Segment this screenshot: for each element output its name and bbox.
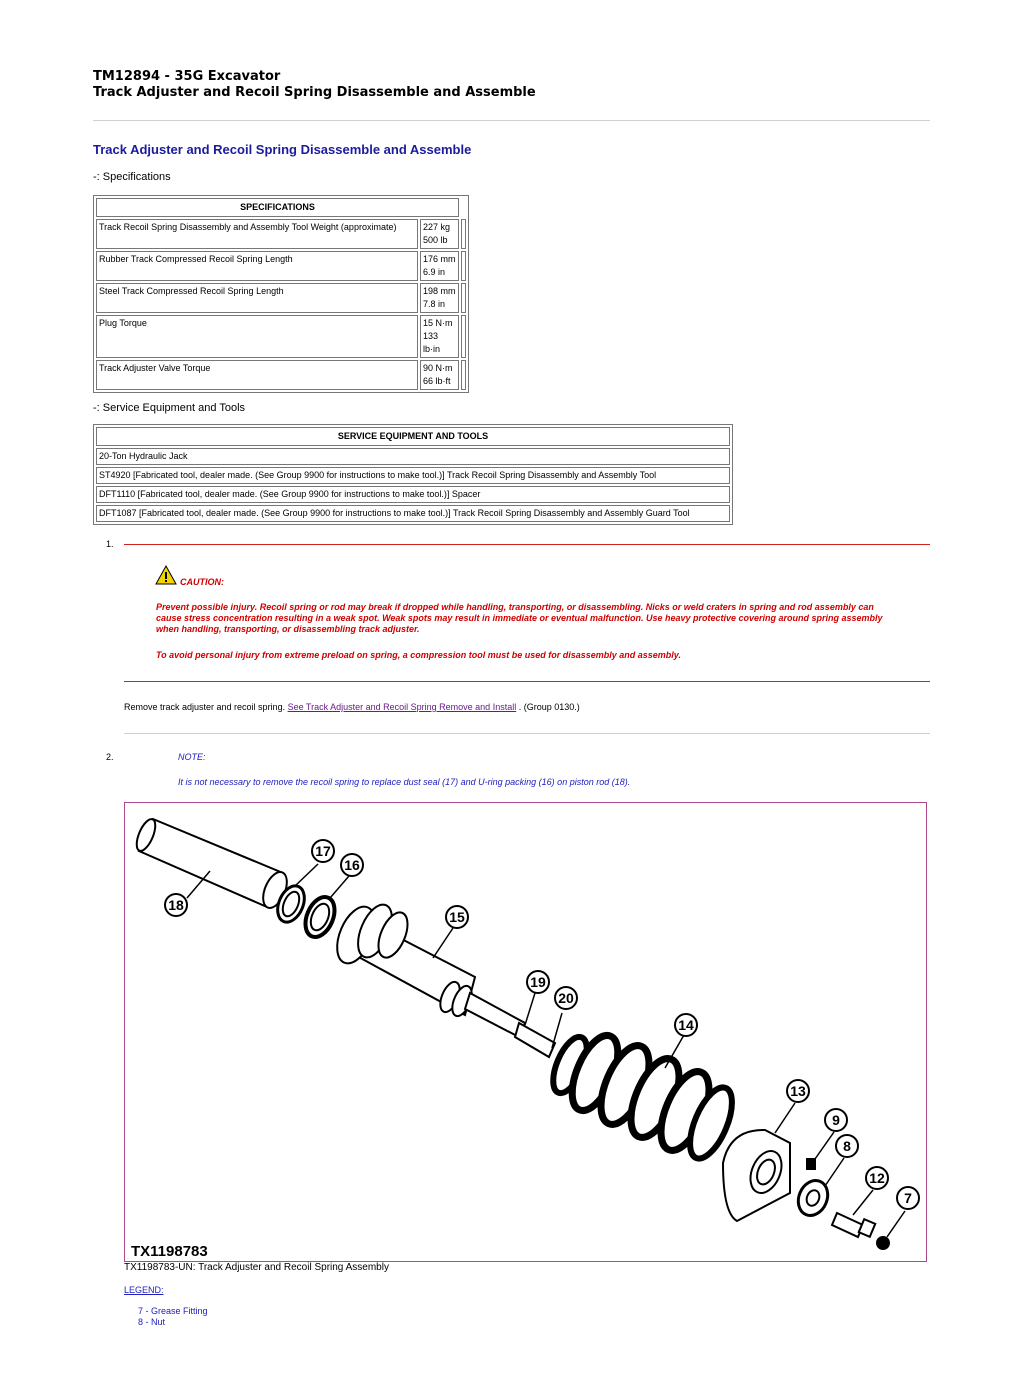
callout-16: 16 bbox=[340, 853, 364, 877]
dust-seal-part bbox=[276, 884, 306, 924]
step-1-instruction: Remove track adjuster and recoil spring.… bbox=[124, 702, 580, 712]
step-divider bbox=[124, 733, 930, 734]
table-row: Track Recoil Spring Disassembly and Asse… bbox=[96, 219, 466, 249]
callout-12: 12 bbox=[865, 1166, 889, 1190]
specs-table-header: SPECIFICATIONS bbox=[96, 198, 459, 217]
u-ring-packing-part bbox=[303, 895, 337, 939]
note-label: NOTE: bbox=[178, 752, 206, 762]
callout-13: 13 bbox=[786, 1079, 810, 1103]
remove-install-link[interactable]: See Track Adjuster and Recoil Spring Rem… bbox=[287, 702, 517, 712]
legend-item: 8 - Nut bbox=[138, 1317, 166, 1327]
tools-caption: -: Service Equipment and Tools bbox=[93, 402, 246, 414]
doc-model-line: TM12894 - 35G Excavator bbox=[93, 69, 281, 84]
spec-label: Steel Track Compressed Recoil Spring Len… bbox=[96, 283, 418, 313]
caution-label: CAUTION: bbox=[180, 577, 224, 587]
note-text: It is not necessary to remove the recoil… bbox=[178, 777, 631, 787]
figure-caption: TX1198783-UN: Track Adjuster and Recoil … bbox=[124, 1262, 389, 1273]
svg-text:20: 20 bbox=[558, 990, 574, 1006]
callout-8: 8 bbox=[835, 1134, 859, 1158]
svg-text:14: 14 bbox=[678, 1017, 694, 1033]
callout-14: 14 bbox=[674, 1013, 698, 1037]
svg-text:9: 9 bbox=[832, 1112, 840, 1128]
spec-label: Plug Torque bbox=[96, 315, 418, 358]
callout-17: 17 bbox=[311, 839, 335, 863]
row-marker bbox=[461, 251, 466, 281]
doc-title-line: Track Adjuster and Recoil Spring Disasse… bbox=[93, 85, 536, 100]
step-1-number: 1. bbox=[106, 539, 114, 549]
table-row: Rubber Track Compressed Recoil Spring Le… bbox=[96, 251, 466, 281]
piston-rod-part bbox=[135, 817, 288, 909]
grease-fitting-part bbox=[876, 1236, 890, 1250]
spec-label: Rubber Track Compressed Recoil Spring Le… bbox=[96, 251, 418, 281]
exploded-view-figure: 18 17 16 15 19 20 14 13 9 8 12 7 TX11987… bbox=[124, 802, 927, 1262]
row-marker bbox=[461, 360, 466, 390]
caution-paragraph-1: Prevent possible injury. Recoil spring o… bbox=[156, 602, 883, 634]
svg-text:19: 19 bbox=[530, 974, 546, 990]
bracket-part bbox=[721, 1128, 791, 1223]
svg-text:15: 15 bbox=[449, 909, 465, 925]
document-header: TM12894 - 35G Excavator Track Adjuster a… bbox=[93, 69, 536, 101]
callout-15: 15 bbox=[445, 905, 469, 929]
cylinder-part bbox=[336, 903, 557, 1059]
svg-text:17: 17 bbox=[315, 843, 331, 859]
table-row: DFT1110 [Fabricated tool, dealer made. (… bbox=[96, 486, 730, 503]
figure-id-label: TX1198783 bbox=[131, 1243, 208, 1260]
specs-caption: -: Specifications bbox=[93, 171, 171, 183]
service-tools-table: SERVICE EQUIPMENT AND TOOLS 20-Ton Hydra… bbox=[93, 424, 733, 525]
callout-7: 7 bbox=[896, 1186, 920, 1210]
svg-text:13: 13 bbox=[790, 1083, 806, 1099]
spec-label: Track Adjuster Valve Torque bbox=[96, 360, 418, 390]
table-row: Steel Track Compressed Recoil Spring Len… bbox=[96, 283, 466, 313]
callout-9: 9 bbox=[824, 1108, 848, 1132]
callouts: 18 17 16 15 19 20 14 13 9 8 12 7 bbox=[164, 839, 920, 1210]
table-row: DFT1087 [Fabricated tool, dealer made. (… bbox=[96, 505, 730, 522]
section-title: Track Adjuster and Recoil Spring Disasse… bbox=[93, 142, 472, 157]
callout-20: 20 bbox=[554, 986, 578, 1010]
caution-paragraph-2: To avoid personal injury from extreme pr… bbox=[156, 650, 681, 660]
row-marker bbox=[461, 219, 466, 249]
table-row: ST4920 [Fabricated tool, dealer made. (S… bbox=[96, 467, 730, 484]
specifications-table: SPECIFICATIONS Track Recoil Spring Disas… bbox=[93, 195, 469, 393]
spec-label: Track Recoil Spring Disassembly and Asse… bbox=[96, 219, 418, 249]
legend-item: 7 - Grease Fitting bbox=[138, 1306, 208, 1316]
leader-lines bbox=[186, 863, 906, 1238]
track-adjuster-illustration: 18 17 16 15 19 20 14 13 9 8 12 7 TX11987… bbox=[131, 817, 920, 1260]
caution-top-rule bbox=[124, 544, 930, 545]
row-marker bbox=[461, 283, 466, 313]
caution-bottom-rule bbox=[124, 681, 930, 682]
svg-text:7: 7 bbox=[904, 1190, 912, 1206]
row-marker bbox=[461, 315, 466, 358]
svg-text:16: 16 bbox=[344, 857, 360, 873]
svg-text:8: 8 bbox=[843, 1138, 851, 1154]
nut-part bbox=[796, 1179, 830, 1217]
header-divider bbox=[93, 120, 930, 121]
legend-title: LEGEND: bbox=[124, 1285, 164, 1295]
recoil-spring-part bbox=[550, 1032, 735, 1162]
warning-icon bbox=[155, 565, 177, 585]
svg-text:12: 12 bbox=[869, 1170, 885, 1186]
callout-18: 18 bbox=[164, 893, 188, 917]
tools-table-header: SERVICE EQUIPMENT AND TOOLS bbox=[96, 427, 730, 446]
svg-text:18: 18 bbox=[168, 897, 184, 913]
valve-part bbox=[806, 1158, 816, 1170]
track-adjuster-valve-part bbox=[830, 1211, 877, 1239]
step-2-number: 2. bbox=[106, 752, 114, 762]
table-row: 20-Ton Hydraulic Jack bbox=[96, 448, 730, 465]
callout-19: 19 bbox=[526, 970, 550, 994]
